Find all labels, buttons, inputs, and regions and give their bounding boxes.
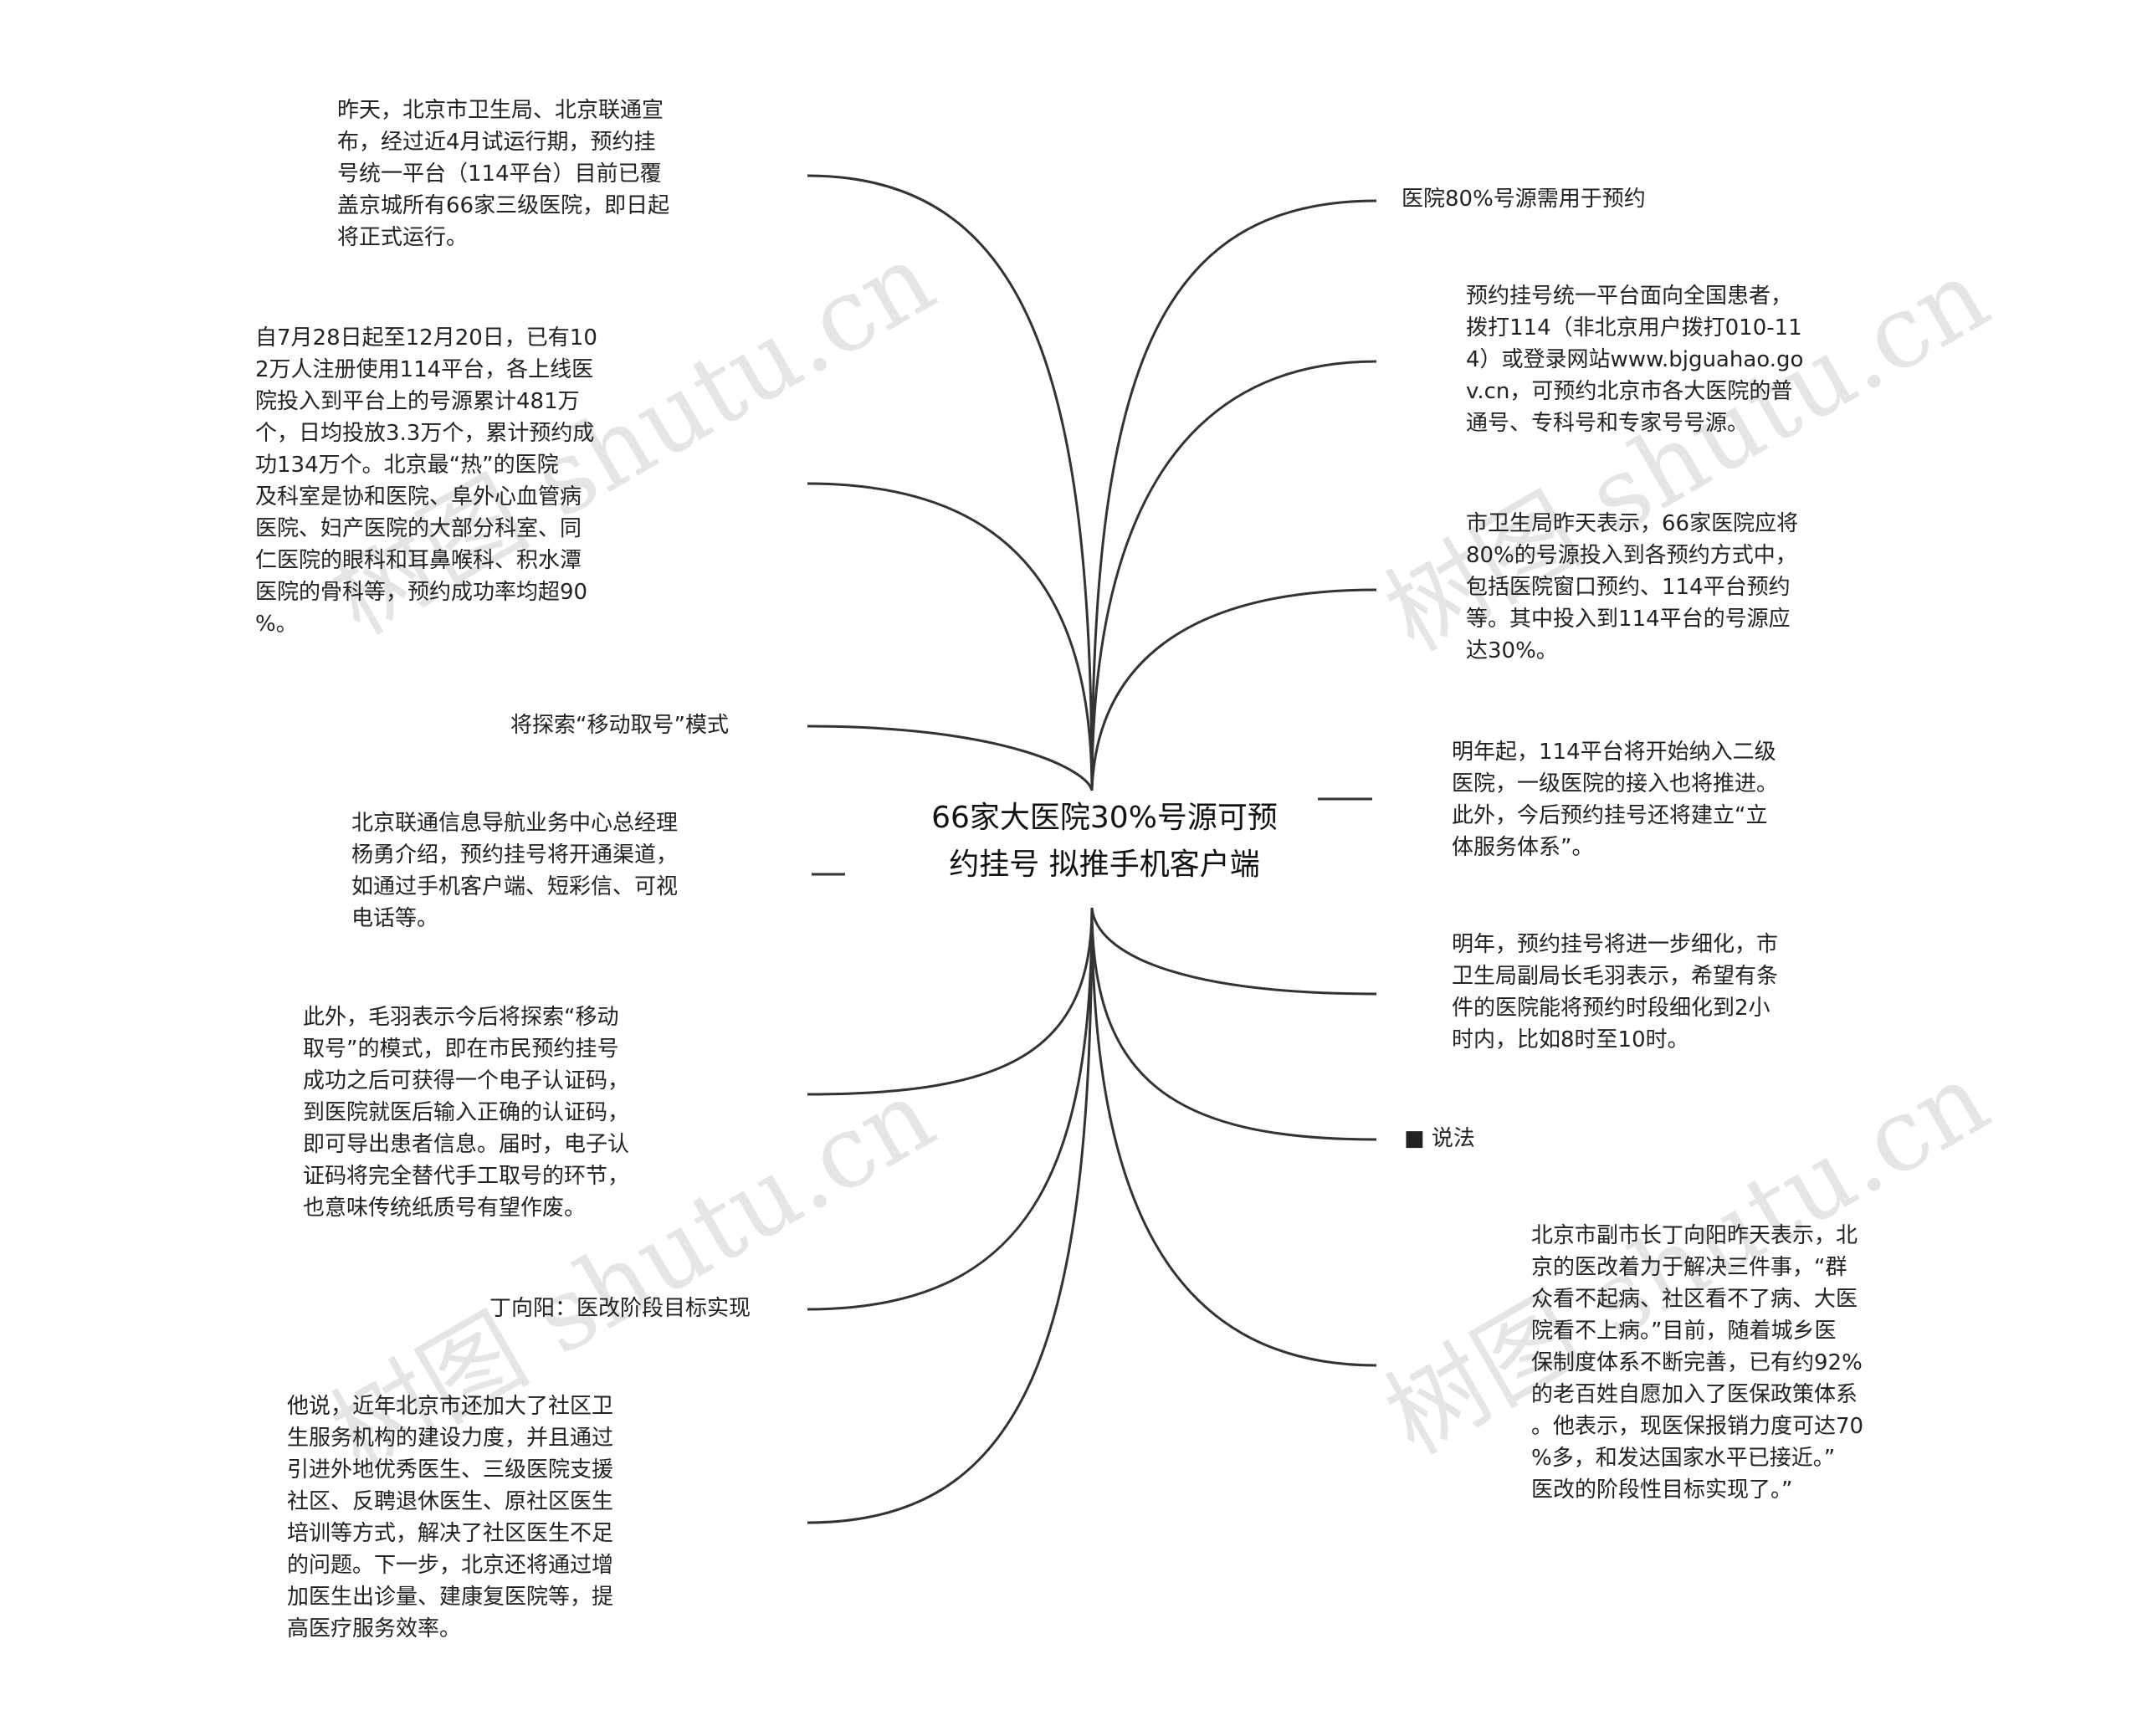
central-topic[interactable]: 66家大医院30%号源可预 约挂号 拟推手机客户端 bbox=[931, 801, 1278, 882]
node-left-2[interactable]: 自7月28日起至12月20日，已有10 2万人注册使用114平台，各上线医 院投… bbox=[255, 325, 597, 637]
connector-r7 bbox=[1090, 907, 1377, 1367]
node-left-6[interactable]: 丁向阳：医改阶段目标实现 bbox=[489, 1296, 751, 1321]
connector-r3 bbox=[1090, 588, 1377, 791]
connector-r1 bbox=[1090, 199, 1377, 791]
node-right-1[interactable]: 医院80%号源需用于预约 bbox=[1402, 187, 1646, 212]
node-right-3[interactable]: 市卫生局昨天表示，66家医院应将 80%的号源投入到各预约方式中， 包括医院窗口… bbox=[1466, 511, 1799, 663]
node-right-2[interactable]: 预约挂号统一平台面向全国患者， 拨打114（非北京用户拨打010-11 4）或登… bbox=[1466, 284, 1804, 436]
node-right-6[interactable]: ■ 说法 bbox=[1404, 1126, 1475, 1151]
node-left-7[interactable]: 他说，近年北京市还加大了社区卫 生服务机构的建设力度，并且通过 引进外地优秀医生… bbox=[287, 1394, 614, 1641]
connector-r5 bbox=[1090, 907, 1377, 996]
node-right-4[interactable]: 明年起，114平台将开始纳入二级 医院，一级医院的接入也将推进。 此外，今后预约… bbox=[1452, 740, 1779, 860]
node-right-5[interactable]: 明年，预约挂号将进一步细化，市 卫生局副局长毛羽表示，希望有条 件的医院能将预约… bbox=[1452, 932, 1779, 1052]
node-left-4[interactable]: 北京联通信息导航业务中心总经理 杨勇介绍，预约挂号将开通渠道， 如通过手机客户端… bbox=[351, 811, 679, 931]
connector-l1 bbox=[807, 174, 1094, 791]
connector-l7 bbox=[807, 907, 1094, 1524]
node-left-5[interactable]: 此外，毛羽表示今后将探索“移动 取号”的模式，即在市民预约挂号 成功之后可获得一… bbox=[303, 1005, 630, 1221]
connector-r6 bbox=[1090, 907, 1377, 1141]
node-left-1[interactable]: 昨天，北京市卫生局、北京联通宣 布，经过近4月试运行期，预约挂 号统一平台（11… bbox=[337, 98, 670, 250]
node-left-3[interactable]: 将探索“移动取号”模式 bbox=[510, 713, 729, 738]
connector-l5 bbox=[807, 907, 1094, 1096]
connector-r2 bbox=[1090, 360, 1377, 791]
connector-l6 bbox=[807, 907, 1094, 1311]
node-right-7[interactable]: 北京市副市长丁向阳昨天表示，北 京的医改着力于解决三件事，“群 众看不起病、社区… bbox=[1531, 1223, 1864, 1503]
connector-l3 bbox=[807, 725, 1094, 791]
connector-l2 bbox=[807, 482, 1094, 791]
